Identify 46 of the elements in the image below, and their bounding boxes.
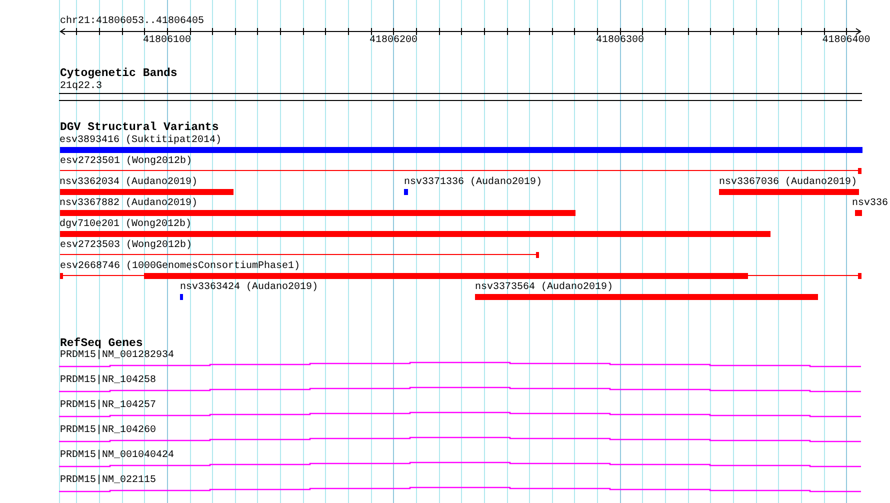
variant-label: nsv336 bbox=[852, 198, 888, 208]
variant-label: nsv3373564 (Audano2019) bbox=[475, 282, 614, 292]
gene-feature bbox=[59, 474, 861, 493]
structural-variant-feature bbox=[60, 218, 770, 237]
variant-label: esv3893416 (Suktitipat2014) bbox=[60, 134, 223, 146]
coordinate-range-label: chr21:41806053..41806405 bbox=[60, 16, 204, 27]
tick-label: 41806300 bbox=[596, 34, 644, 46]
variant-label: nsv3367036 (Audano2019) bbox=[719, 176, 858, 188]
track-title: DGV Structural Variants bbox=[60, 121, 219, 134]
structural-variant-feature bbox=[60, 176, 233, 195]
structural-variant-feature bbox=[60, 198, 575, 216]
variant-label: nsv3371336 (Audano2019) bbox=[404, 176, 542, 188]
structural-variant-feature bbox=[475, 282, 818, 300]
variant-label: dgv710e201 (Wong2012b) bbox=[60, 218, 193, 230]
tick-label: 41806100 bbox=[143, 34, 191, 46]
gene-feature bbox=[59, 450, 861, 468]
variant-label: esv2668746 (1000GenomesConsortiumPhase1) bbox=[60, 260, 302, 272]
gene-feature bbox=[59, 424, 861, 443]
variant-label: nsv3363424 (Audano2019) bbox=[180, 282, 318, 292]
structural-variant-feature bbox=[719, 176, 859, 195]
gene-label: PRDM15|NR_104258 bbox=[60, 374, 158, 386]
variant-label: esv2723501 (Wong2012b) bbox=[60, 156, 194, 166]
cytoband-label: 21q22.3 bbox=[60, 80, 104, 92]
gene-feature bbox=[59, 400, 861, 418]
structural-variant-feature bbox=[60, 260, 862, 279]
cytoband-feature bbox=[59, 80, 862, 101]
structural-variant-feature bbox=[404, 176, 542, 195]
variant-label: esv2723503 (Wong2012b) bbox=[60, 240, 194, 250]
gene-label: PRDM15|NR_104257 bbox=[60, 400, 158, 410]
variant-label: nsv3362034 (Audano2019) bbox=[60, 176, 199, 188]
gene-label: PRDM15|NM_001040424 bbox=[60, 450, 176, 460]
structural-variant-feature bbox=[180, 282, 318, 300]
gene-label: PRDM15|NM_001282934 bbox=[60, 350, 176, 360]
gene-label: PRDM15|NM_022115 bbox=[60, 474, 158, 486]
gene-feature bbox=[59, 374, 861, 393]
gene-feature bbox=[59, 350, 861, 368]
variant-label: nsv3367882 (Audano2019) bbox=[60, 198, 199, 208]
tick-label: 41806200 bbox=[370, 34, 418, 46]
structural-variant-feature bbox=[60, 240, 539, 258]
structural-variant-feature bbox=[60, 156, 862, 174]
track-title: RefSeq Genes bbox=[60, 336, 143, 350]
track-title: Cytogenetic Bands bbox=[60, 67, 178, 80]
structural-variant-feature bbox=[60, 134, 862, 153]
tick-label: 41806400 bbox=[822, 34, 870, 46]
structural-variant-feature bbox=[852, 198, 888, 216]
gene-label: PRDM15|NR_104260 bbox=[60, 424, 158, 436]
